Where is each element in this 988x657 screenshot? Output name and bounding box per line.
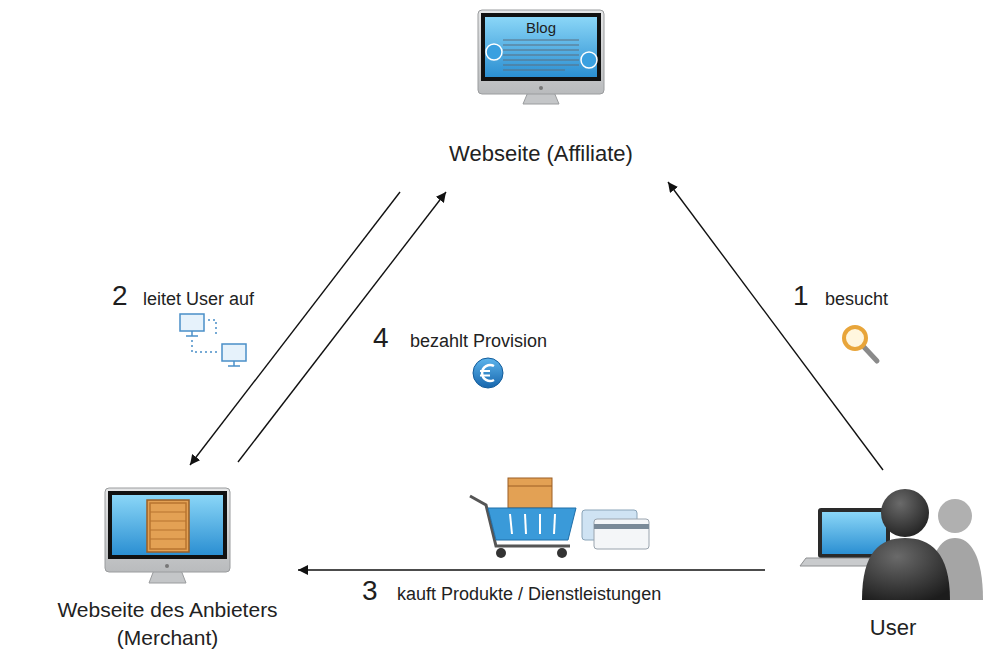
edge-label: besucht [823, 289, 890, 310]
flow-arrow [668, 182, 883, 470]
edge-label: leitet User auf [141, 289, 256, 310]
blog-monitor [478, 10, 604, 104]
shopping-cart [470, 478, 649, 558]
flow-arrow [238, 192, 446, 462]
user-figure [800, 489, 983, 600]
flow-arrow [190, 192, 400, 465]
step-number: 4 [373, 322, 389, 354]
merchant-monitor [105, 488, 230, 583]
edge-label: bezahlt Provision [408, 331, 549, 352]
node-label: Webseite des Anbieters (Merchant) [40, 596, 295, 652]
screen-title: Blog [526, 19, 556, 36]
node-label: Webseite (Affiliate) [400, 140, 682, 168]
network-icon [180, 314, 246, 366]
user-node: User [800, 480, 986, 642]
merchant-node: Webseite des Anbieters (Merchant) [40, 480, 295, 652]
magnifier-icon [844, 327, 877, 361]
euro-coin [473, 358, 503, 388]
node-label: User [800, 614, 986, 642]
step-number: 2 [112, 280, 128, 312]
flow-arrow [298, 569, 765, 570]
step-number: 1 [793, 280, 809, 312]
step-number: 3 [362, 575, 378, 607]
edge-label: kauft Produkte / Dienstleistungen [395, 584, 663, 605]
